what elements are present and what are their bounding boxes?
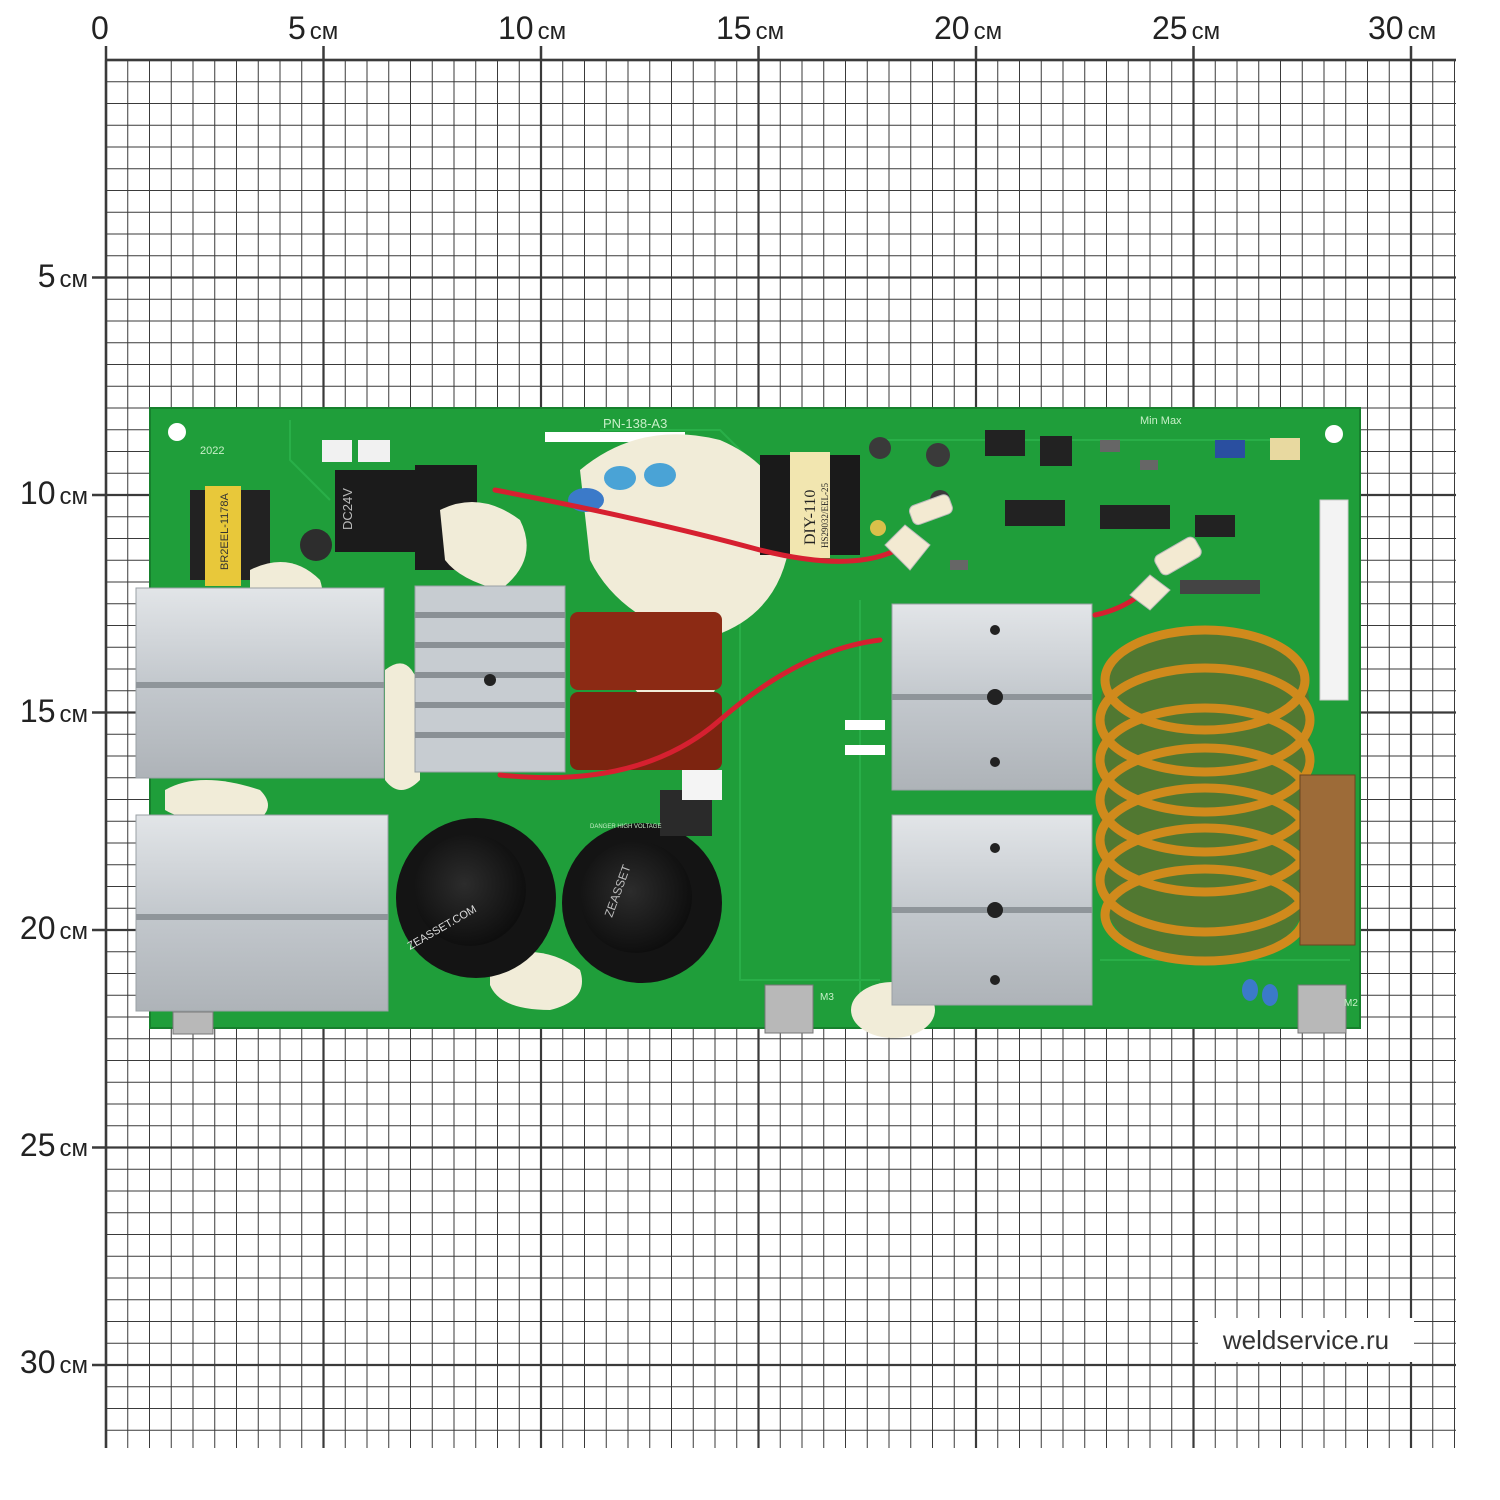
ceramic-cap [1262, 984, 1278, 1006]
connector [358, 440, 390, 462]
heatsink-left-top [135, 587, 385, 779]
ceramic-cap [1242, 979, 1258, 1001]
film-capacitors [570, 612, 722, 770]
mount-hole-right [1325, 425, 1343, 443]
transformer-sublabel: HS29032/EEL-25 [820, 483, 830, 548]
mount-hole-left [168, 423, 186, 441]
main-transformer: DIY-110 HS29032/EEL-25 [760, 452, 860, 558]
model-silkscreen: PN-138-A3 [603, 416, 667, 431]
transformer-label: DIY-110 [802, 490, 819, 545]
year-silkscreen: 2022 [200, 445, 224, 457]
danger-silkscreen: DANGER HIGH VOLTAGE [590, 824, 661, 830]
heatsink-left-bottom [135, 814, 389, 1012]
output-busbar [1299, 774, 1356, 946]
electrolytic-cap-small [300, 529, 332, 561]
electrolytic-cap-left: ZEASSET.COM [396, 818, 556, 978]
x-tick-label: 0 [91, 10, 109, 46]
aux-transformer: BR2EEL-1178A [190, 486, 270, 586]
silkscreen-bar [845, 720, 885, 730]
heatsink-finned [414, 585, 566, 773]
current-sensor-label-plate [682, 770, 722, 800]
crimp-terminal [884, 494, 1202, 611]
terminal-m3-label: M3 [820, 992, 834, 1003]
terminal-m2-label: M2 [1344, 998, 1358, 1009]
connector [322, 440, 352, 462]
silkscreen-bar [545, 432, 685, 442]
control-electronics: Min Max [869, 415, 1349, 701]
output-toroid-coil [1095, 625, 1315, 966]
relay-label: DC24V [340, 488, 355, 530]
ceramic-cap [644, 463, 676, 487]
trimmer-label: Min Max [1140, 415, 1182, 427]
watermark: weldservice.ru [1198, 1318, 1414, 1362]
electrolytic-cap-right: ZEASSET [562, 823, 722, 983]
terminal-m1 [172, 1011, 214, 1035]
silkscreen-bar [845, 745, 885, 755]
terminal-m3: M3 [764, 984, 834, 1034]
aux-transformer-label: BR2EEL-1178A [219, 492, 231, 570]
terminal-m2: M2 [1297, 984, 1358, 1034]
ceramic-cap [604, 466, 636, 490]
heatsink-right-bottom [891, 814, 1093, 1006]
heatsink-right-top [891, 603, 1093, 791]
